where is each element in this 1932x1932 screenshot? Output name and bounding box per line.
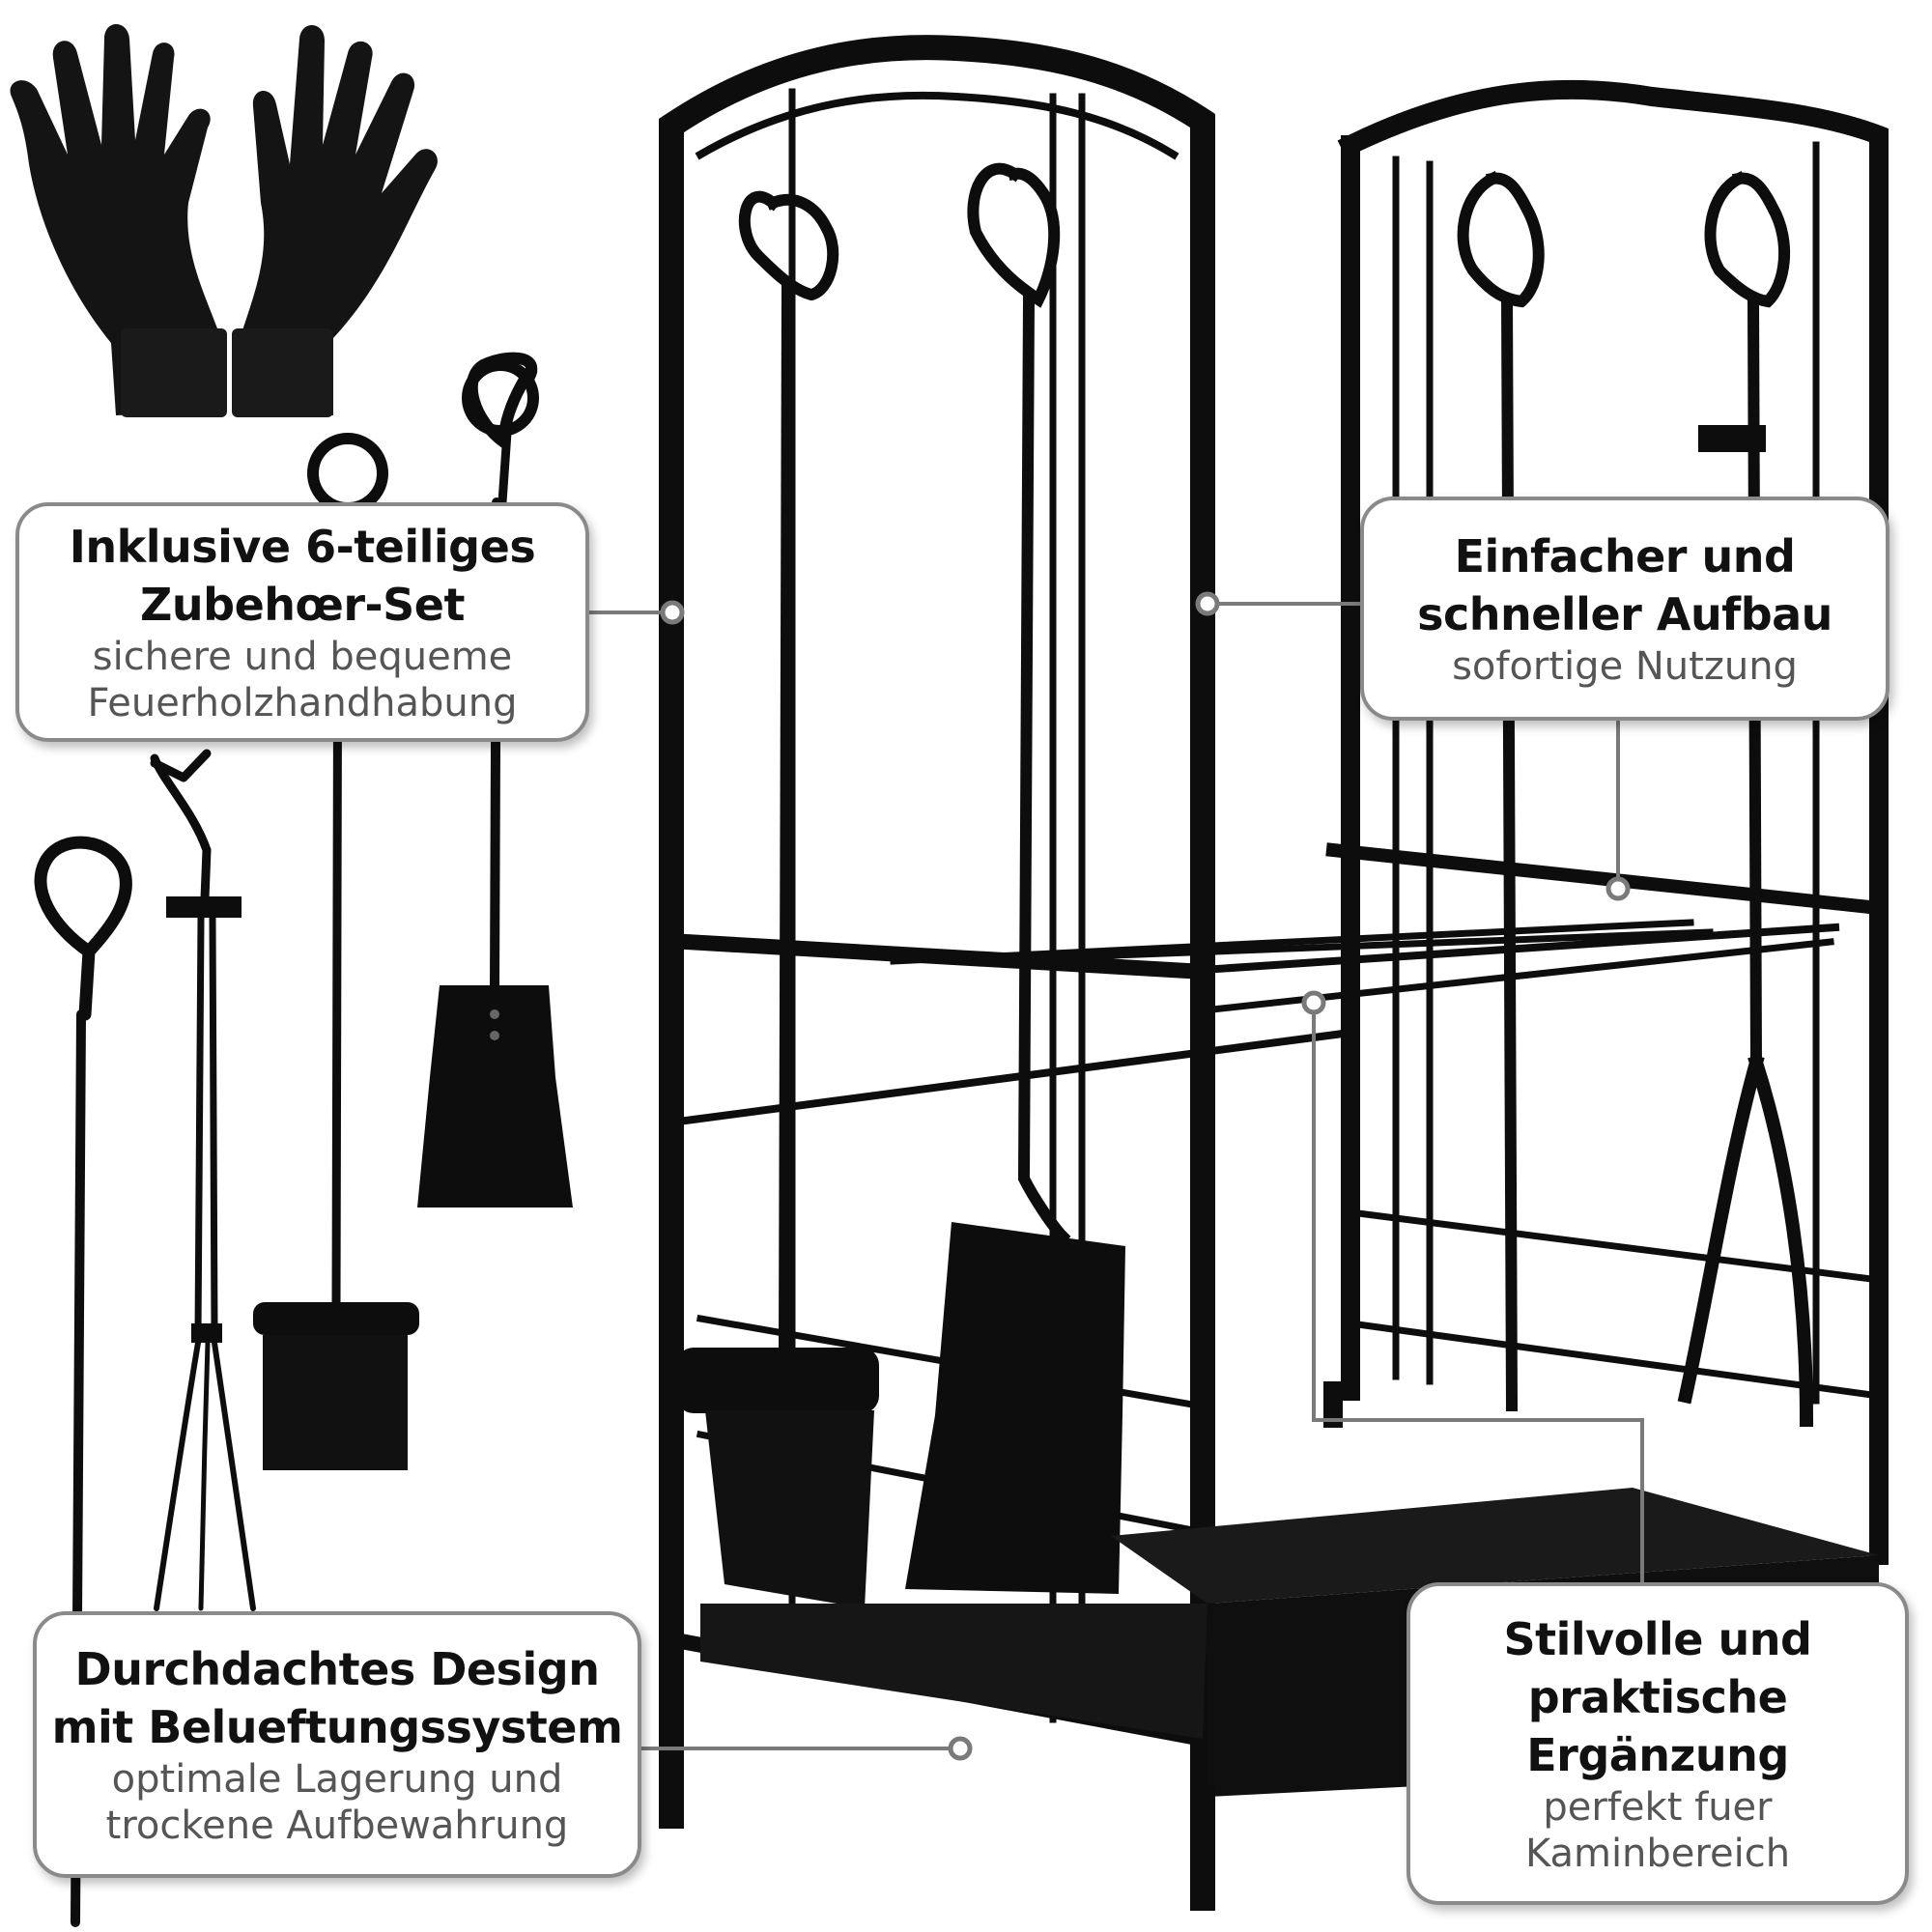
callout-subtitle-line: optimale Lagerung und [111,1757,563,1802]
callout-accessory-set: Inklusive 6-teiliges Zubehœr-Set sichere… [15,502,589,742]
callout-title-line: schneller Aufbau [1417,588,1833,640]
hearth-brush-icon [253,433,419,1470]
callout-subtitle-line: sichere und bequeme [92,635,513,679]
callout-connectors [589,591,1644,1761]
callout-title-line: mit Belueftungssystem [51,1701,623,1753]
callout-title-line: Einfacher und [1454,530,1796,582]
callout-stylish-addition: Stilvolle und praktische Ergänzung perfe… [1406,1582,1909,1905]
log-tongs-icon [150,749,256,1611]
callout-subtitle-line: sofortige Nutzung [1452,644,1798,689]
callout-subtitle-line: Feuerholzhandhabung [87,681,518,725]
callout-subtitle-line: trockene Aufbewahrung [105,1804,569,1848]
callout-title-line: Ergänzung [1526,1729,1789,1781]
callout-title-line: Zubehœr-Set [140,579,465,631]
callout-easy-assembly: Einfacher und schneller Aufbau sofortige… [1360,497,1889,721]
callout-subtitle-line: Kaminbereich [1524,1832,1791,1876]
callout-title-line: Stilvolle und [1503,1613,1812,1665]
callout-subtitle-line: perfekt fuer [1543,1785,1773,1830]
gloves-icon [10,24,438,417]
callout-title-line: praktische [1527,1671,1788,1723]
ash-shovel-icon [417,352,573,1208]
callout-ventilation-design: Durchdachtes Design mit Belueftungssyste… [33,1611,641,1878]
callout-title-line: Durchdachtes Design [74,1643,600,1695]
callout-title-line: Inklusive 6-teiliges [69,521,536,573]
